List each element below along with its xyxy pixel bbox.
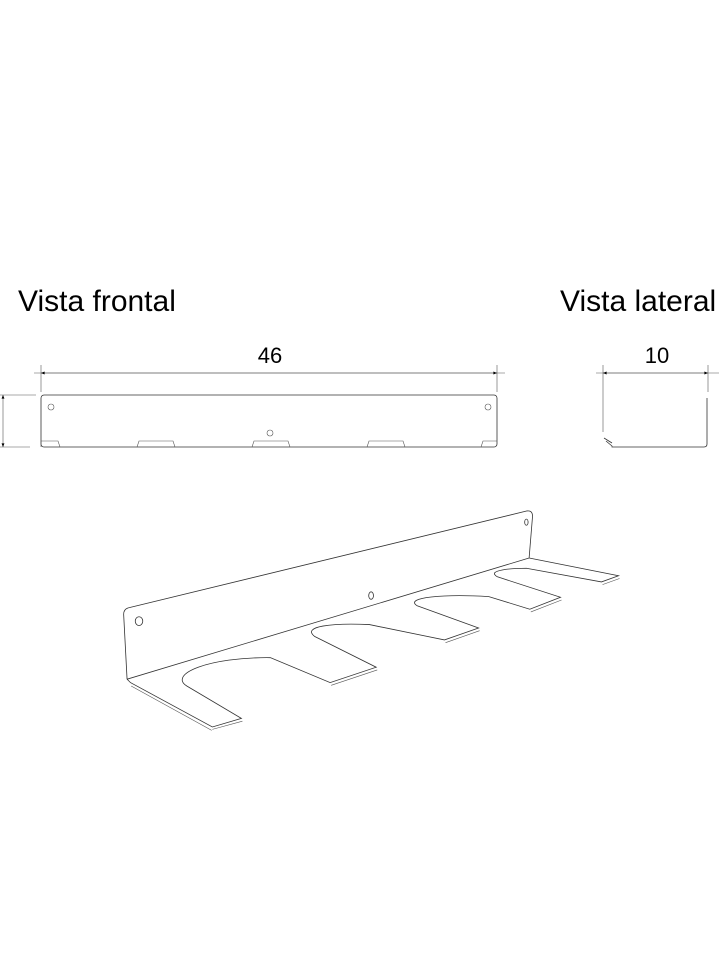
back-plate — [124, 511, 533, 679]
mounting-hole — [525, 519, 528, 525]
hook-arms — [127, 558, 618, 727]
mounting-hole — [47, 403, 55, 411]
mounting-hole — [266, 429, 274, 437]
side-view: 10 — [596, 343, 719, 448]
front-plate — [40, 394, 498, 448]
side-view-title: Vista lateral — [560, 285, 716, 318]
width-dimension-label: 46 — [258, 343, 282, 368]
arm-thickness-edges — [131, 578, 619, 730]
hook-tabs — [40, 440, 497, 448]
isometric-view — [124, 511, 620, 731]
depth-dimension-label: 10 — [645, 343, 669, 368]
mounting-hole — [369, 592, 374, 600]
mounting-hole — [484, 403, 492, 411]
mounting-hole — [135, 617, 143, 626]
front-view-title: Vista frontal — [18, 285, 176, 318]
side-profile — [603, 398, 708, 448]
front-view: 46 — [0, 343, 505, 448]
